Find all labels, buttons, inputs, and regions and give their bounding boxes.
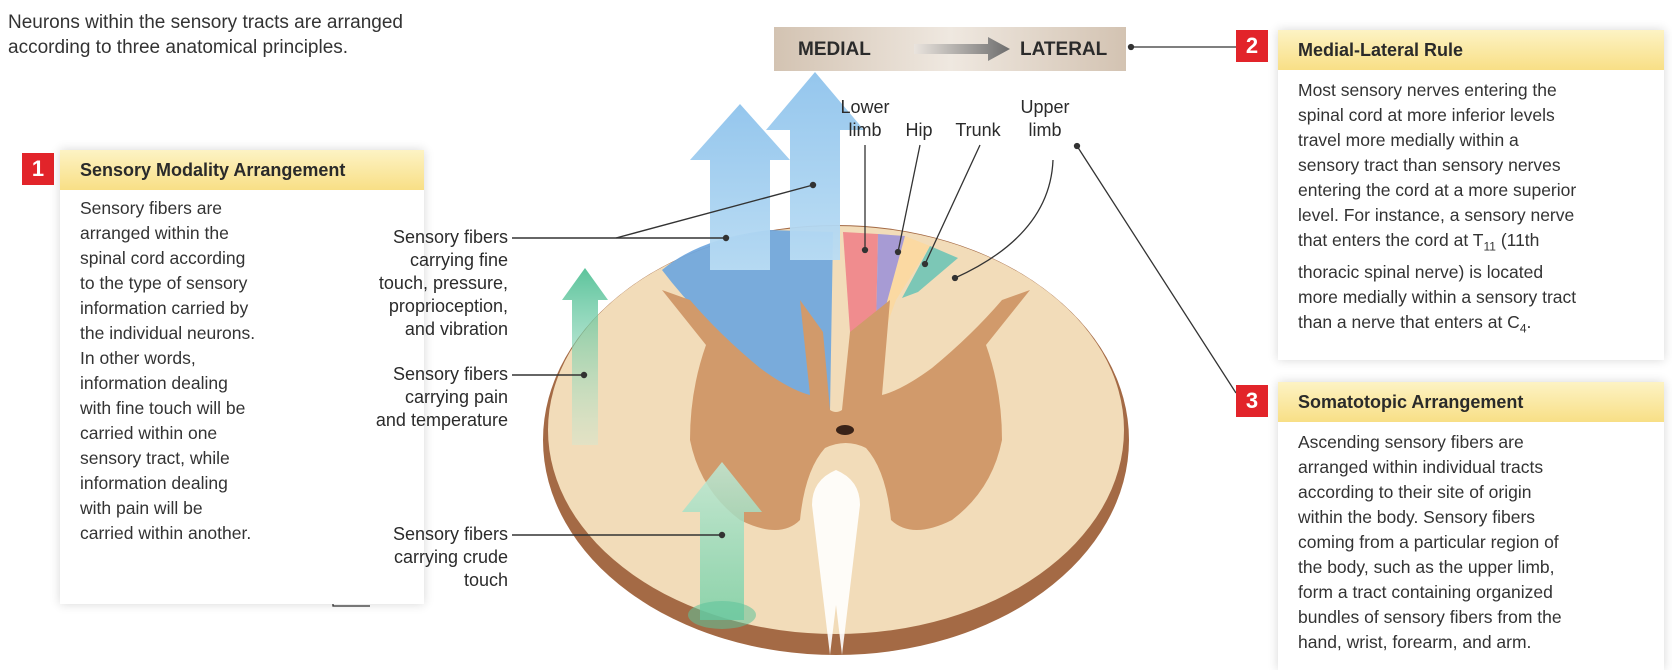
medial-lateral-line: thoracic spinal nerve) is located bbox=[1298, 260, 1644, 285]
pain-label-line: Sensory fibers bbox=[330, 363, 508, 386]
crude-label-line: Sensory fibers bbox=[330, 523, 508, 546]
medial-lateral-line-c4: than a nerve that enters at C4. bbox=[1298, 310, 1644, 342]
lower-limb-label-line: limb bbox=[830, 119, 900, 142]
hip-label: Hip bbox=[894, 119, 944, 142]
fine-touch-label-line: and vibration bbox=[330, 318, 508, 341]
medial-lateral-line: entering the cord at a more superior bbox=[1298, 178, 1644, 203]
medial-lateral-box-title: Medial-Lateral Rule bbox=[1278, 30, 1664, 70]
medial-lateral-line: level. For instance, a sensory nerve bbox=[1298, 203, 1644, 228]
lower-limb-label: Lower limb bbox=[830, 96, 900, 142]
medial-lateral-line-t11: that enters the cord at T11 (11th bbox=[1298, 228, 1644, 260]
fine-touch-label: Sensory fibers carrying fine touch, pres… bbox=[330, 226, 508, 341]
somatotopic-line: hand, wrist, forearm, and arm. bbox=[1298, 630, 1644, 655]
upper-limb-label-line: limb bbox=[1010, 119, 1080, 142]
medial-lateral-box: Medial-Lateral Rule Most sensory nerves … bbox=[1278, 30, 1664, 360]
somatotopic-line: according to their site of origin bbox=[1298, 480, 1644, 505]
pain-temperature-label: Sensory fibers carrying pain and tempera… bbox=[330, 363, 508, 432]
somatotopic-line: coming from a particular region of bbox=[1298, 530, 1644, 555]
modality-line: information dealing bbox=[80, 471, 404, 496]
fine-touch-label-line: proprioception, bbox=[330, 295, 508, 318]
medial-lateral-line: spinal cord at more inferior levels bbox=[1298, 103, 1644, 128]
fine-touch-label-line: touch, pressure, bbox=[330, 272, 508, 295]
trunk-label: Trunk bbox=[946, 119, 1010, 142]
lower-limb-label-line: Lower bbox=[830, 96, 900, 119]
c4-suffix: . bbox=[1527, 312, 1532, 332]
t11-prefix: that enters the cord at T bbox=[1298, 230, 1483, 250]
upper-limb-label: Upper limb bbox=[1010, 96, 1080, 142]
somatotopic-line: form a tract containing organized bbox=[1298, 580, 1644, 605]
modality-box-title: Sensory Modality Arrangement bbox=[60, 150, 424, 190]
fine-touch-label-line: Sensory fibers bbox=[330, 226, 508, 249]
somatotopic-line: bundles of sensory fibers from the bbox=[1298, 605, 1644, 630]
fine-touch-label-line: carrying fine bbox=[330, 249, 508, 272]
pain-label-line: and temperature bbox=[330, 409, 508, 432]
t11-subscript: 11 bbox=[1483, 240, 1495, 254]
number-badge-3: 3 bbox=[1236, 385, 1268, 417]
modality-line: with pain will be bbox=[80, 496, 404, 521]
somatotopic-box: Somatotopic Arrangement Ascending sensor… bbox=[1278, 382, 1664, 670]
medial-lateral-line: sensory tract than sensory nerves bbox=[1298, 153, 1644, 178]
crude-touch-label: Sensory fibers carrying crude touch bbox=[330, 523, 508, 592]
somatotopic-line: within the body. Sensory fibers bbox=[1298, 505, 1644, 530]
crude-label-line: carrying crude bbox=[330, 546, 508, 569]
crude-touch-arrow-base bbox=[688, 601, 756, 629]
somatotopic-line: the body, such as the upper limb, bbox=[1298, 555, 1644, 580]
c4-prefix: than a nerve that enters at C bbox=[1298, 312, 1520, 332]
pain-label-line: carrying pain bbox=[330, 386, 508, 409]
medial-lateral-line: Most sensory nerves entering the bbox=[1298, 78, 1644, 103]
t11-suffix: (11th bbox=[1496, 230, 1539, 250]
somatotopic-line: arranged within individual tracts bbox=[1298, 455, 1644, 480]
medial-lateral-box-body: Most sensory nerves entering the spinal … bbox=[1278, 70, 1664, 351]
modality-line: sensory tract, while bbox=[80, 446, 404, 471]
medial-lateral-line: more medially within a sensory tract bbox=[1298, 285, 1644, 310]
upper-limb-label-line: Upper bbox=[1010, 96, 1080, 119]
medial-lateral-line: travel more medially within a bbox=[1298, 128, 1644, 153]
somatotopic-box-body: Ascending sensory fibers are arranged wi… bbox=[1278, 422, 1664, 665]
crude-label-line: touch bbox=[330, 569, 508, 592]
somatotopic-box-title: Somatotopic Arrangement bbox=[1278, 382, 1664, 422]
modality-line: Sensory fibers are bbox=[80, 196, 404, 221]
number-badge-2: 2 bbox=[1236, 30, 1268, 62]
somatotopic-line: Ascending sensory fibers are bbox=[1298, 430, 1644, 455]
central-canal bbox=[836, 425, 854, 435]
c4-subscript: 4 bbox=[1520, 321, 1527, 335]
number-badge-1: 1 bbox=[22, 153, 54, 185]
